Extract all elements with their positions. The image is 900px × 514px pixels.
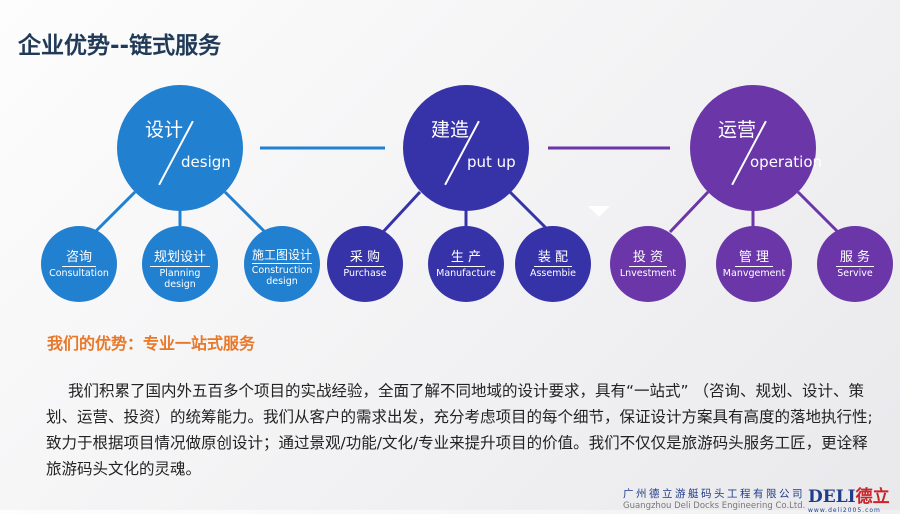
node-label-cn: 生 产: [446, 246, 486, 267]
node-label-cn: 咨询: [61, 246, 96, 267]
node-label-cn: 服 务: [835, 246, 875, 267]
build-label-cn: 建造: [431, 119, 470, 141]
company-footer: 广州德立游艇码头工程有限公司 Guangzhou Deli Docks Engi…: [623, 486, 805, 511]
build-circle[interactable]: 建造 put up: [403, 85, 529, 211]
node-label-cn: 采 购: [345, 246, 385, 267]
node-label-en: Planning design: [159, 268, 201, 290]
build-label-en: put up: [467, 153, 516, 171]
advantage-subtitle: 我们的优势：专业一站式服务: [47, 334, 256, 353]
node-label-en: Assembie: [529, 268, 576, 279]
node-label-en: Lnvestment: [619, 268, 677, 279]
node-label-cn: 投 资: [628, 246, 668, 267]
node-label-cn: 施工图设计: [251, 248, 312, 264]
logo-url: www.deli2005.com: [808, 507, 881, 514]
logo-text-cn: 德立: [855, 487, 890, 507]
design-label-cn: 设计: [145, 119, 184, 141]
design-circle[interactable]: 设计 design: [117, 85, 243, 211]
node-label-cn: 规划设计: [149, 246, 210, 267]
node-label-en: Consultation: [49, 268, 109, 279]
design-label-en: design: [181, 153, 231, 171]
node-label-en: Construction design: [251, 265, 313, 287]
advantage-paragraph: 我们积累了国内外五百多个项目的实战经验，全面了解不同地域的设计要求，具有“一站式…: [46, 382, 873, 478]
node-label-en: Manvgement: [722, 268, 786, 279]
node-label-en: Purchase: [343, 268, 387, 279]
node-label-en: Manufacture: [436, 268, 496, 279]
logo-text-en: DELI: [808, 487, 856, 507]
node-label-cn: 管 理: [734, 246, 774, 267]
company-name-cn: 广州德立游艇码头工程有限公司: [623, 488, 805, 500]
company-logo: DELI德立 www.deli2005.com: [808, 482, 890, 514]
operate-label-cn: 运营: [718, 119, 757, 141]
triangle-marker-icon: [588, 206, 610, 217]
node-label-en: Servive: [837, 268, 873, 279]
company-name-en: Guangzhou Deli Docks Engineering Co.Ltd.: [623, 501, 806, 511]
node-label-cn: 装 配: [533, 246, 573, 267]
operate-label-en: operation: [750, 153, 823, 171]
page-title: 企业优势--链式服务: [18, 33, 222, 59]
operate-circle[interactable]: 运营 operation: [690, 85, 822, 211]
